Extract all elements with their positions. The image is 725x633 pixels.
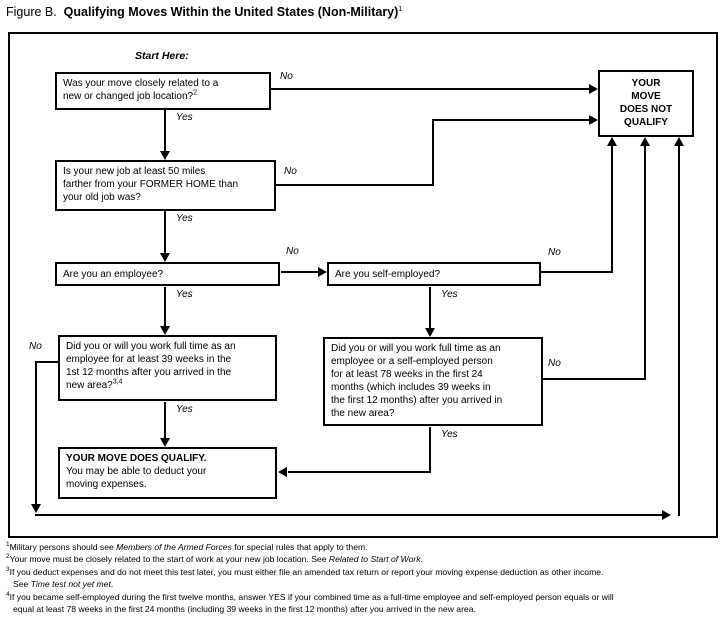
arrowhead-up (674, 137, 684, 146)
question-box-50-miles: Is your new job at least 50 miles farthe… (55, 160, 276, 211)
connector-line (35, 514, 663, 516)
label-yes: Yes (441, 429, 458, 440)
connector-line (281, 271, 318, 273)
label-no: No (29, 341, 42, 352)
footnote-number: 1 (6, 541, 10, 549)
footnote-number: 2 (6, 553, 10, 561)
connector-line (164, 211, 166, 253)
qualify-title: YOUR MOVE DOES QUALIFY. (66, 453, 207, 464)
footnote-number: 4 (6, 590, 10, 598)
connector-line (644, 145, 646, 380)
arrowhead-right (662, 510, 671, 520)
footnote-text: Military persons should see Members of t… (9, 542, 368, 552)
connector-line (164, 287, 166, 326)
connector-line (678, 145, 680, 516)
arrowhead-up (607, 137, 617, 146)
label-no: No (548, 247, 561, 258)
label-yes: Yes (441, 289, 458, 300)
connector-line (432, 119, 434, 186)
question-text: Did you or will you work full time as an… (331, 343, 503, 419)
connector-line (541, 271, 613, 273)
label-yes: Yes (176, 213, 193, 224)
question-text: Was your move closely related to a new o… (63, 78, 219, 102)
connector-line (35, 361, 37, 504)
footnote-2: 2Your move must be closely related to th… (6, 553, 720, 565)
title-footnote-ref: 1 (398, 5, 403, 13)
footnote-text: If you deduct expenses and do not meet t… (9, 566, 604, 590)
question-box-78-weeks: Did you or will you work full time as an… (323, 337, 543, 426)
result-box-qualify: YOUR MOVE DOES QUALIFY. You may be able … (58, 447, 277, 499)
question-text: Are you an employee? (63, 269, 164, 280)
footnote-ref: 3,4 (112, 378, 123, 386)
footnote-text: If you became self-employed during the f… (9, 591, 614, 615)
arrowhead-left (278, 467, 287, 477)
connector-line (611, 145, 613, 273)
connector-line (276, 184, 434, 186)
chart-border (8, 32, 718, 538)
arrowhead-down (425, 328, 435, 337)
footnote-number: 3 (6, 565, 10, 573)
connector-line (543, 378, 646, 380)
figure-heading: Qualifying Moves Within the United State… (63, 5, 399, 19)
start-here-label: Start Here: (135, 50, 189, 62)
question-text: Are you self-employed? (335, 269, 441, 280)
connector-line (164, 402, 166, 438)
question-box-job-location: Was your move closely related to a new o… (55, 72, 271, 110)
footnote-4: 4If you became self-employed during the … (6, 591, 720, 616)
label-no: No (280, 71, 293, 82)
question-box-self-employed: Are you self-employed? (327, 262, 541, 286)
connector-line (288, 471, 431, 473)
label-yes: Yes (176, 404, 193, 415)
arrowhead-down (160, 151, 170, 160)
question-text: Did you or will you work full time as an… (66, 341, 236, 391)
arrowhead-down (31, 504, 41, 513)
result-box-not-qualify: YOUR MOVE DOES NOT QUALIFY (598, 70, 694, 137)
arrowhead-up (640, 137, 650, 146)
arrowhead-down (160, 438, 170, 447)
label-yes: Yes (176, 289, 193, 300)
footnote-3: 3If you deduct expenses and do not meet … (6, 566, 720, 591)
qualify-body: You may be able to deduct your moving ex… (66, 466, 207, 490)
footnote-text: Your move must be closely related to the… (9, 554, 423, 565)
connector-line (35, 361, 58, 363)
connector-line (429, 427, 431, 473)
arrowhead-right (589, 84, 598, 94)
label-no: No (548, 358, 561, 369)
label-no: No (284, 166, 297, 177)
footnote-1: 1Military persons should see Members of … (6, 541, 720, 553)
figure-title: Figure B. Qualifying Moves Within the Un… (6, 5, 402, 19)
footnote-ref: 2 (193, 89, 197, 97)
figure-label: Figure B. (6, 5, 57, 19)
connector-line (271, 88, 590, 90)
arrowhead-right (589, 115, 598, 125)
arrowhead-down (160, 253, 170, 262)
arrowhead-right (318, 267, 327, 277)
question-text: Is your new job at least 50 miles farthe… (63, 166, 239, 203)
connector-line (164, 110, 166, 152)
label-no: No (286, 246, 299, 257)
question-box-employee: Are you an employee? (55, 262, 280, 286)
footnotes: 1Military persons should see Members of … (6, 541, 720, 615)
label-yes: Yes (176, 112, 193, 123)
arrowhead-down (160, 326, 170, 335)
question-box-39-weeks: Did you or will you work full time as an… (58, 335, 277, 401)
connector-line (432, 119, 589, 121)
connector-line (429, 287, 431, 328)
